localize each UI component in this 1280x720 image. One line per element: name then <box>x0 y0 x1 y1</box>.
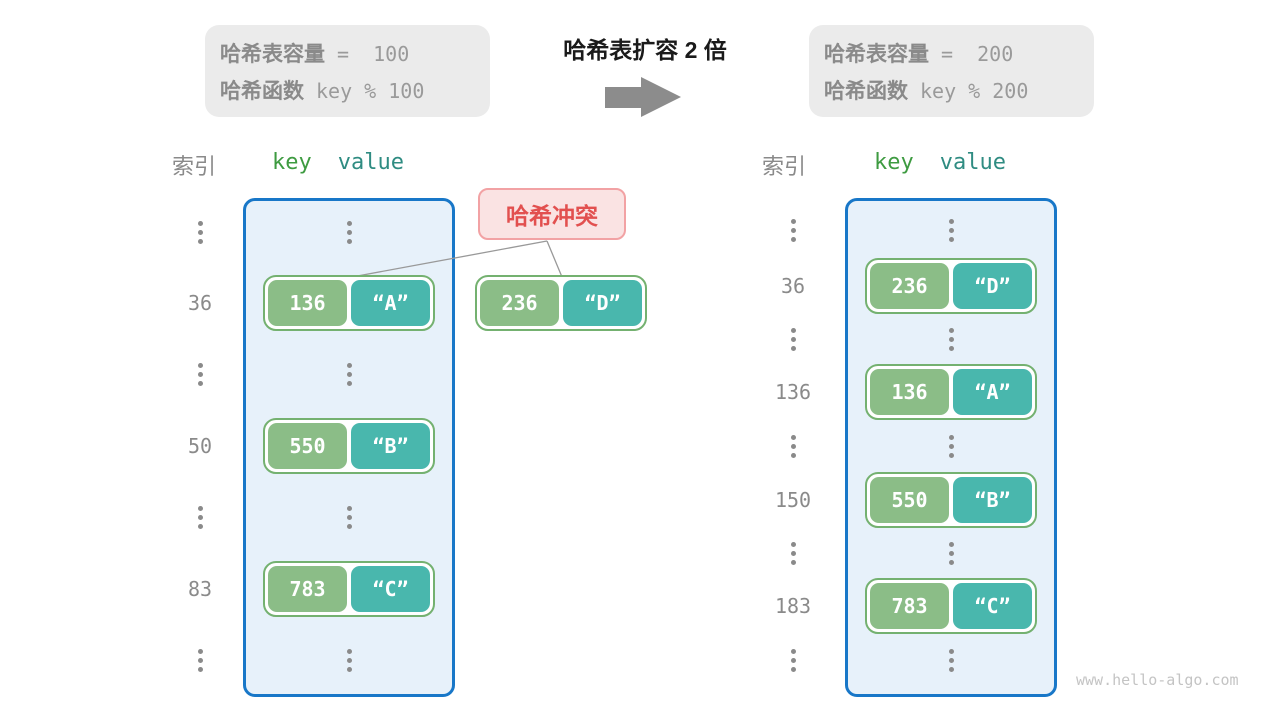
vertical-ellipsis-icon <box>758 435 828 458</box>
key-cell: 136 <box>268 280 347 326</box>
key-cell: 550 <box>268 423 347 469</box>
index-label: 36 <box>187 291 213 315</box>
kv-pair: 783 “C” <box>263 561 435 617</box>
left-index-header: 索引 <box>171 154 216 179</box>
vertical-ellipsis-icon <box>165 363 235 386</box>
collision-kv-pair: 236 “D” <box>475 275 647 331</box>
kv-pair: 783 “C” <box>865 578 1037 634</box>
key-cell: 783 <box>870 583 949 629</box>
vertical-ellipsis-icon <box>916 219 986 242</box>
vertical-ellipsis-icon <box>916 435 986 458</box>
value-header: value <box>939 150 1006 175</box>
value-cell: “A” <box>953 369 1032 415</box>
kv-pair: 236 “D” <box>865 258 1037 314</box>
info-row: 哈希表容量 = 100 <box>220 38 490 68</box>
vertical-ellipsis-icon <box>314 649 384 672</box>
arrow-shaft <box>605 87 641 108</box>
vertical-ellipsis-icon <box>165 221 235 244</box>
key-cell: 236 <box>480 280 559 326</box>
watermark: www.hello-algo.com <box>1076 671 1239 689</box>
index-label: 36 <box>780 274 806 298</box>
vertical-ellipsis-icon <box>916 328 986 351</box>
value-header: value <box>337 150 404 175</box>
kv-pair: 136 “A” <box>865 364 1037 420</box>
value-cell: “B” <box>953 477 1032 523</box>
hash-function-value: key % 100 <box>316 78 425 103</box>
vertical-ellipsis-icon <box>314 506 384 529</box>
index-label: 50 <box>187 434 213 458</box>
vertical-ellipsis-icon <box>165 506 235 529</box>
key-cell: 136 <box>870 369 949 415</box>
vertical-ellipsis-icon <box>758 542 828 565</box>
info-row: 哈希表容量 = 200 <box>824 38 1094 68</box>
collision-label: 哈希冲突 <box>478 188 626 240</box>
key-header: key <box>874 150 914 175</box>
key-cell: 236 <box>870 263 949 309</box>
info-row: 哈希函数 key % 100 <box>220 75 490 105</box>
capacity-label: 哈希表容量 <box>824 42 929 66</box>
arrow-head <box>641 77 681 117</box>
value-cell: “D” <box>563 280 642 326</box>
transition-title: 哈希表扩容 2 倍 <box>563 37 727 63</box>
index-label: 150 <box>774 488 812 512</box>
vertical-ellipsis-icon <box>165 649 235 672</box>
info-row: 哈希函数 key % 200 <box>824 75 1094 105</box>
vertical-ellipsis-icon <box>758 219 828 242</box>
value-cell: “C” <box>351 566 430 612</box>
vertical-ellipsis-icon <box>916 649 986 672</box>
value-cell: “B” <box>351 423 430 469</box>
hash-function-value: key % 200 <box>920 78 1029 103</box>
capacity-value: = 100 <box>337 41 410 66</box>
value-cell: “A” <box>351 280 430 326</box>
key-cell: 783 <box>268 566 347 612</box>
expand-arrow-icon <box>605 77 681 118</box>
capacity-value: = 200 <box>941 41 1014 66</box>
kv-pair: 550 “B” <box>263 418 435 474</box>
hash-function-label: 哈希函数 <box>824 79 908 103</box>
key-cell: 550 <box>870 477 949 523</box>
key-header: key <box>272 150 312 175</box>
index-label: 136 <box>774 380 812 404</box>
right-table-headers: key value <box>874 150 1006 175</box>
right-index-header: 索引 <box>761 154 806 179</box>
vertical-ellipsis-icon <box>314 221 384 244</box>
vertical-ellipsis-icon <box>916 542 986 565</box>
kv-pair: 136 “A” <box>263 275 435 331</box>
vertical-ellipsis-icon <box>314 363 384 386</box>
vertical-ellipsis-icon <box>758 328 828 351</box>
kv-pair: 550 “B” <box>865 472 1037 528</box>
index-label: 83 <box>187 577 213 601</box>
left-table-headers: key value <box>272 150 404 175</box>
capacity-label: 哈希表容量 <box>220 42 325 66</box>
index-label: 183 <box>774 594 812 618</box>
value-cell: “C” <box>953 583 1032 629</box>
vertical-ellipsis-icon <box>758 649 828 672</box>
capacity-info-box-right: 哈希表容量 = 200 哈希函数 key % 200 <box>809 25 1094 117</box>
value-cell: “D” <box>953 263 1032 309</box>
hash-function-label: 哈希函数 <box>220 79 304 103</box>
capacity-info-box-left: 哈希表容量 = 100 哈希函数 key % 100 <box>205 25 490 117</box>
